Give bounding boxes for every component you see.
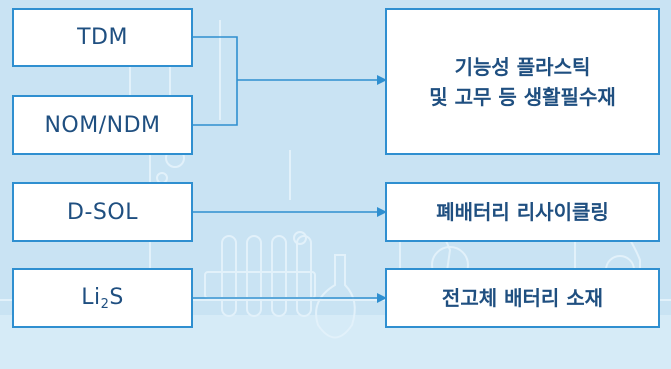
target-box-plastics: 기능성 플라스틱 및 고무 등 생활필수재 bbox=[385, 8, 660, 155]
target-box-solid-electrolyte: 전고체 배터리 소재 bbox=[385, 268, 660, 328]
source-label-li2s: Li2S bbox=[81, 285, 124, 312]
target-plastics-line2: 및 고무 등 생활필수재 bbox=[429, 84, 616, 109]
source-box-dsol: D-SOL bbox=[12, 182, 193, 242]
target-box-recycling: 폐배터리 리사이클링 bbox=[385, 182, 660, 242]
source-box-nom-ndm: NOM/NDM bbox=[12, 95, 193, 155]
source-label-nom-ndm: NOM/NDM bbox=[44, 112, 161, 138]
source-label-tdm: TDM bbox=[77, 25, 128, 50]
target-label-recycling: 폐배터리 리사이클링 bbox=[436, 200, 609, 224]
li2s-element-s: S bbox=[109, 284, 124, 310]
target-label-solid-electrolyte: 전고체 배터리 소재 bbox=[441, 286, 604, 310]
li2s-element-li: Li bbox=[81, 284, 101, 310]
source-box-li2s: Li2S bbox=[12, 268, 193, 328]
source-box-tdm: TDM bbox=[12, 8, 193, 67]
tdm-connector bbox=[193, 36, 238, 126]
source-label-dsol: D-SOL bbox=[67, 199, 138, 225]
li2s-subscript: 2 bbox=[100, 296, 110, 312]
target-plastics-line1: 기능성 플라스틱 bbox=[454, 54, 591, 79]
